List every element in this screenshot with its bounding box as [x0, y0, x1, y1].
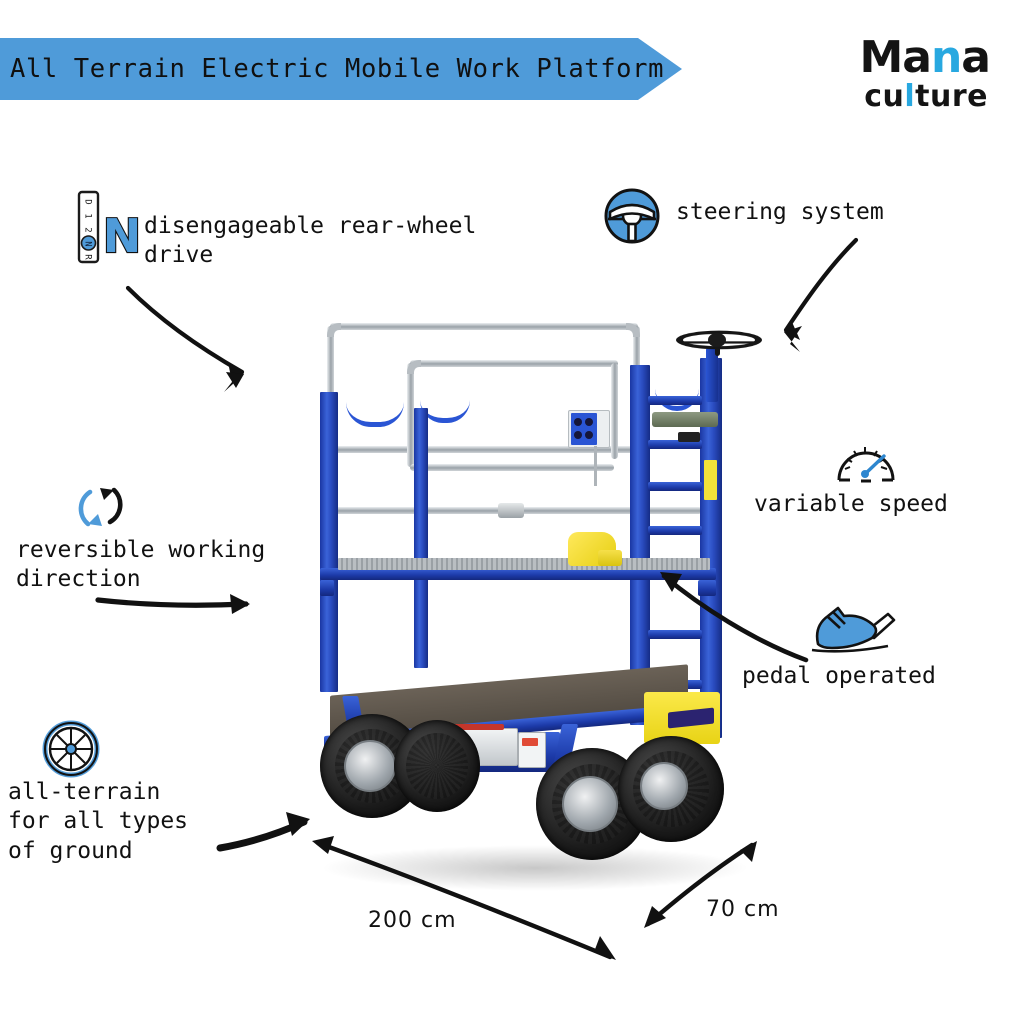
arrow-reversible-direction	[95, 594, 250, 614]
callout-variable-speed-label: variable speed	[754, 491, 948, 517]
ladder-rung-2	[648, 440, 702, 449]
controller-indicator	[522, 738, 538, 746]
callout-reversible-direction-label: reversible working direction	[16, 537, 266, 593]
spoked-wheel-icon	[40, 718, 102, 780]
mast-front-left	[320, 392, 338, 692]
steering-column	[706, 348, 718, 402]
page-title: All Terrain Electric Mobile Work Platfor…	[10, 54, 665, 84]
strap-mid	[420, 400, 470, 423]
brand-logo: Mana culture	[859, 36, 991, 112]
product-photo	[300, 300, 780, 900]
callout-steering-system-label: steering system	[676, 199, 884, 225]
upper-deck-surface	[338, 558, 710, 570]
gear-selector-icon: D 1 2 N R	[76, 190, 102, 264]
logo-culture-part2: ture	[915, 79, 988, 114]
svg-text:R: R	[83, 254, 93, 260]
steering-wheel-hub	[708, 333, 726, 347]
rail-corner-tr	[626, 323, 640, 337]
upper-deck-bracket-right	[698, 580, 716, 596]
dimension-length-label: 200 cm	[368, 908, 457, 933]
speedometer-icon	[834, 436, 898, 486]
title-banner: All Terrain Electric Mobile Work Platfor…	[0, 38, 682, 100]
upper-deck-bracket-left	[320, 580, 334, 596]
mast-rear-left	[630, 365, 650, 725]
logo-mana-part1: Ma	[859, 32, 931, 83]
hub-rear-left	[562, 776, 618, 832]
strap-left	[346, 402, 404, 427]
steering-wheel-icon	[602, 186, 662, 246]
guard-rail-mid-outer	[330, 446, 636, 453]
ladder-rung-4	[648, 526, 702, 535]
svg-text:N: N	[83, 241, 93, 246]
ladder-rung-1	[648, 396, 702, 405]
guard-rail-top-inner	[410, 360, 618, 367]
svg-text:2: 2	[83, 227, 93, 232]
control-knob-2[interactable]	[585, 418, 593, 426]
guard-rail-left-inner	[407, 363, 414, 467]
guard-rail-mid-inner	[410, 464, 614, 471]
control-knob-1[interactable]	[574, 418, 582, 426]
ladder-rung-6	[648, 630, 702, 639]
foot-pedal-base	[598, 550, 622, 566]
guard-rail-right-inner	[611, 363, 618, 459]
upper-deck-front-beam	[320, 568, 716, 580]
mast-front-mid	[414, 408, 428, 668]
arrow-steering-system	[783, 237, 859, 352]
callout-pedal-operated-label: pedal operated	[742, 663, 936, 689]
logo-line-mana: Mana	[859, 36, 991, 80]
reverse-arrows-icon	[70, 478, 130, 536]
ladder-rung-3	[648, 482, 702, 491]
control-cable	[594, 446, 597, 486]
guard-rail-left-outer	[327, 326, 334, 448]
callout-all-terrain-label: all-terrain for all types of ground	[8, 779, 189, 864]
control-box[interactable]	[568, 410, 610, 448]
logo-mana-part2: a	[961, 32, 991, 83]
logo-line-culture: culture	[859, 82, 988, 112]
svg-text:D: D	[83, 199, 93, 204]
arrow-rear-wheel-drive	[125, 285, 245, 392]
rail-clamp	[498, 503, 524, 518]
hub-front-left	[344, 740, 396, 792]
guard-rail-top-outer	[330, 323, 638, 330]
battery-top-strip	[442, 724, 504, 730]
strap-right	[655, 388, 699, 411]
tire-front-right	[394, 720, 480, 812]
hub-rear-right	[640, 762, 688, 810]
svg-text:1: 1	[83, 213, 93, 218]
logo-mana-accent: n	[930, 32, 962, 83]
rail-corner-tl	[327, 323, 341, 337]
linkage-knob	[678, 432, 700, 442]
control-knob-4[interactable]	[585, 431, 593, 439]
logo-culture-accent: l	[904, 79, 916, 114]
steering-wheel-spoke-v	[715, 340, 720, 356]
logo-culture-part1: cu	[864, 79, 905, 114]
steering-linkage	[652, 412, 718, 427]
dimension-width-label: 70 cm	[706, 897, 780, 922]
warning-sticker	[704, 460, 717, 500]
ground-shadow	[320, 845, 750, 891]
callout-rear-wheel-drive-label: disengageable rear-wheel drive	[144, 213, 477, 269]
svg-text:N: N	[104, 210, 140, 260]
control-knob-3[interactable]	[574, 431, 582, 439]
foot-pedal-icon	[804, 600, 900, 656]
rail-inner-corner-tl	[407, 360, 421, 374]
gear-neutral-letter-icon: N	[102, 208, 143, 264]
